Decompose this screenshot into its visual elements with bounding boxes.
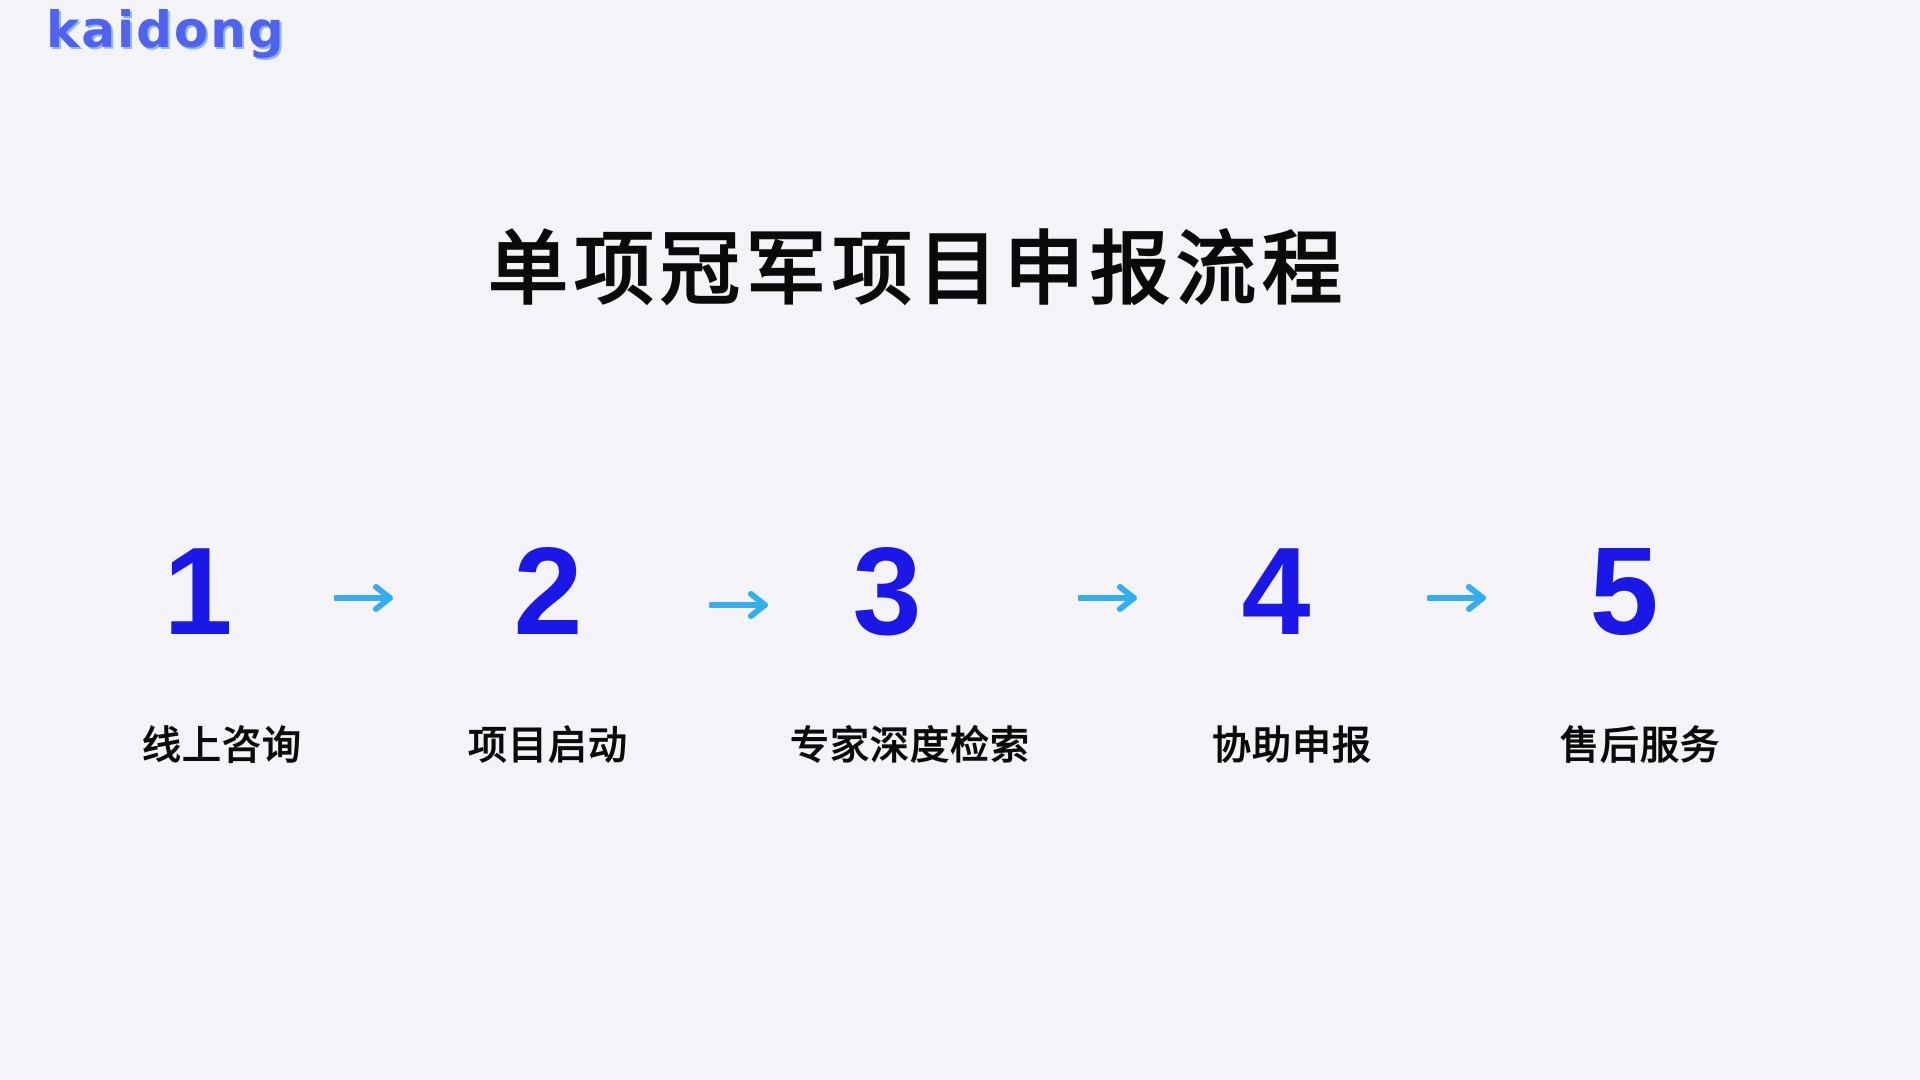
- step-number: 1: [163, 523, 233, 661]
- arrow-right-icon: [334, 584, 393, 612]
- brand-logo: kaidong: [46, 1, 286, 59]
- step-label: 协助申报: [1211, 724, 1372, 769]
- arrow-right-icon: [1078, 584, 1137, 612]
- page-title: 单项冠军项目申报流程: [488, 223, 1348, 316]
- step-number: 2: [513, 523, 583, 661]
- step-number: 4: [1241, 523, 1311, 661]
- arrow-right-icon: [709, 591, 768, 619]
- step-label: 线上咨询: [141, 724, 302, 769]
- step-label: 专家深度检索: [789, 724, 1030, 769]
- arrow-right-icon: [1427, 584, 1486, 612]
- step-number: 5: [1589, 523, 1659, 661]
- step-number: 3: [852, 523, 922, 661]
- step-label: 售后服务: [1559, 724, 1720, 769]
- step-label: 项目启动: [467, 724, 628, 769]
